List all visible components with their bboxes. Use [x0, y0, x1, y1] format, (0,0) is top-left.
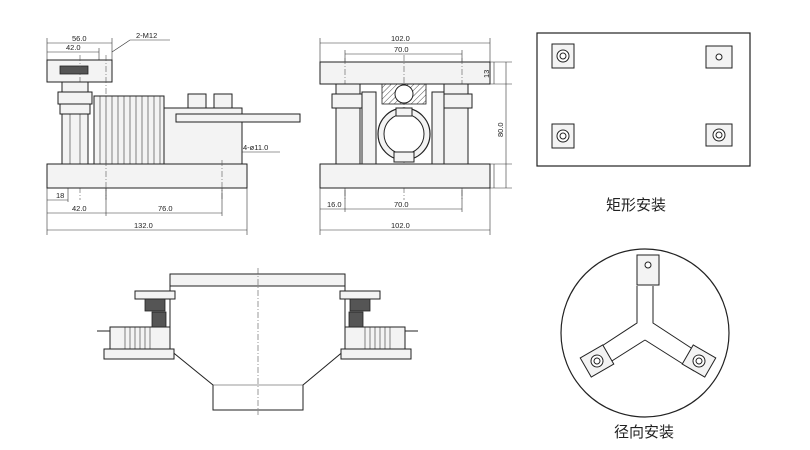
front-top-plate [319, 61, 491, 85]
front-dim-bottom-inner: 70.0 [394, 200, 409, 209]
side-dim-left-offset: 18 [56, 191, 64, 200]
tank-assembly [97, 268, 418, 415]
side-dim-inner-width: 42.0 [66, 43, 81, 52]
side-dim-bottom-mid: 76.0 [158, 204, 173, 213]
front-dim-bottom-width: 102.0 [391, 221, 410, 230]
caption-rectangular: 矩形安装 [606, 196, 666, 214]
side-dim-hole-label: 4-ø11.0 [243, 143, 268, 152]
side-dim-bolt-label: 2-M12 [136, 31, 157, 40]
side-base-plate [46, 163, 248, 189]
front-base-plate [319, 163, 491, 189]
side-dim-total-length: 132.0 [134, 221, 153, 230]
radial-mount-diagram [560, 248, 730, 418]
side-view: 56.0 42.0 2-M12 [46, 31, 301, 235]
side-dim-top-width: 56.0 [72, 34, 87, 43]
side-column [61, 113, 89, 165]
side-bellows [93, 95, 165, 165]
front-view: 102.0 70.0 13 [319, 34, 512, 235]
front-dim-top-width: 102.0 [391, 34, 410, 43]
side-dim-bottom-left: 42.0 [72, 204, 87, 213]
front-dim-bottom-left: 16.0 [327, 200, 342, 209]
front-left-column [335, 107, 361, 165]
front-dim-top-inner: 70.0 [394, 45, 409, 54]
caption-radial: 径向安装 [614, 423, 674, 441]
radial-mount-circle [560, 248, 730, 418]
tank-rim [169, 273, 346, 287]
front-right-column [443, 107, 469, 165]
front-dim-height: 80.0 [496, 122, 505, 137]
front-dim-right-top: 13 [482, 70, 491, 78]
side-cable-bar [175, 113, 301, 123]
side-top-slot [59, 65, 89, 75]
rectangular-mount-diagram [536, 32, 751, 167]
